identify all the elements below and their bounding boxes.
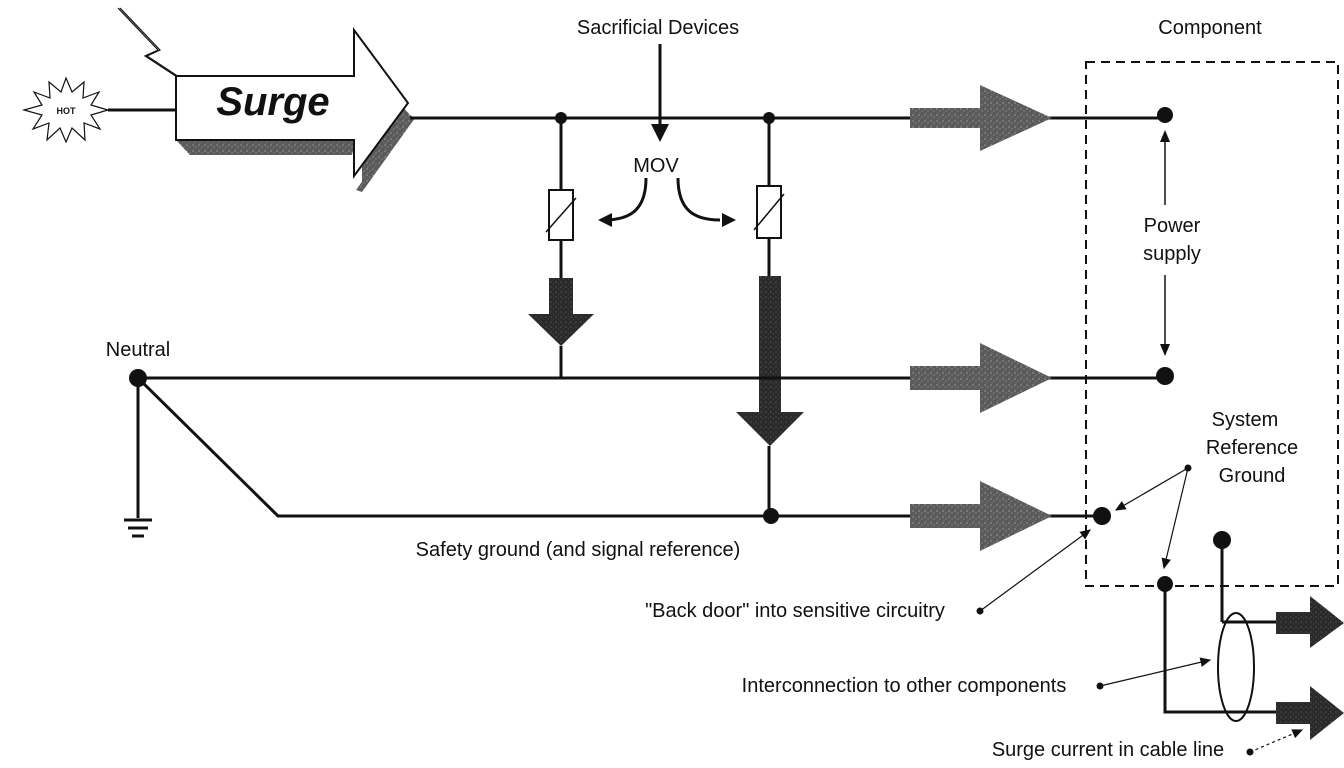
mov-label: MOV: [633, 155, 679, 177]
system-ref-ground-label-2: Reference: [1206, 437, 1298, 459]
mov-left-arrow-icon: [598, 213, 612, 227]
cable-flow-arrow-2: [1276, 686, 1344, 740]
surge-current-label: Surge current in cable line: [992, 739, 1224, 761]
cable-bundle-ellipse: [1217, 612, 1255, 722]
ground-flow-arrow: [910, 481, 1052, 551]
mov-device-1: [528, 118, 594, 378]
surge-label: Surge: [216, 80, 329, 124]
neutral-label: Neutral: [106, 339, 170, 361]
sacrificial-pointer-icon: [651, 124, 669, 142]
safety-ground-label: Safety ground (and signal reference): [416, 539, 741, 561]
power-supply-label-1: Power: [1144, 215, 1201, 237]
power-supply-label-2: supply: [1143, 243, 1201, 265]
sacrificial-devices-label: Sacrificial Devices: [577, 17, 739, 39]
safety-ground-line: [136, 376, 1100, 518]
power-supply-top-terminal: [1157, 107, 1173, 123]
surge-arrow: Surge: [175, 26, 415, 192]
hot-flow-arrow: [910, 85, 1052, 151]
hot-starburst-icon: HOT: [21, 76, 111, 144]
system-ref-ground-label-3: Ground: [1219, 465, 1286, 487]
hot-label: HOT: [57, 106, 77, 116]
system-ref-ground-label-1: System: [1212, 409, 1279, 431]
mov-device-2: [736, 118, 804, 516]
power-supply-neutral-terminal: [1156, 367, 1174, 385]
ground-junction: [763, 508, 779, 524]
component-label: Component: [1158, 17, 1262, 39]
mov-right-arrow-icon: [722, 213, 736, 227]
component-box: [1085, 61, 1339, 587]
back-door-label: "Back door" into sensitive circuitry: [645, 600, 945, 622]
lightning-bolt-icon: [117, 7, 203, 93]
cable-flow-arrow-1: [1276, 596, 1344, 648]
interconnection-label: Interconnection to other components: [742, 675, 1067, 697]
earth-ground-icon: [124, 378, 152, 538]
system-ground-terminal: [1093, 507, 1111, 525]
neutral-flow-arrow: [910, 343, 1052, 413]
